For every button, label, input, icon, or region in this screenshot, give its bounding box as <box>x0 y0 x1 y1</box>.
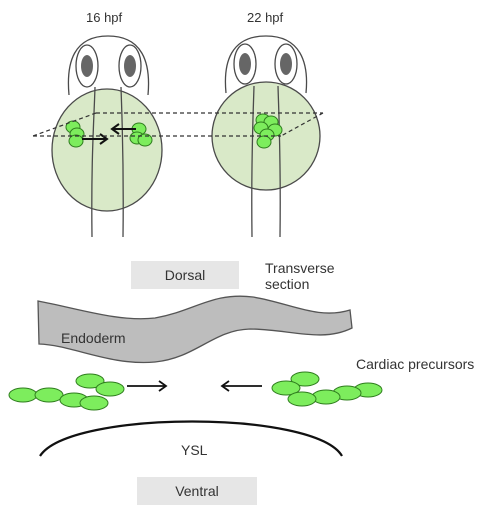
arrow-right-section <box>127 381 166 391</box>
cardiac-cells-right-section <box>272 372 382 406</box>
eye-right-22hpf <box>275 44 297 84</box>
yolk-16hpf <box>52 89 162 211</box>
stage-label-22hpf: 22 hpf <box>247 10 283 25</box>
dorsal-label-box: Dorsal <box>131 261 239 289</box>
ventral-label-box: Ventral <box>137 477 257 505</box>
eye-right-16hpf <box>119 45 141 87</box>
dorsal-label: Dorsal <box>165 267 205 283</box>
eye-left-16hpf <box>76 45 98 87</box>
endoderm-label: Endoderm <box>61 331 126 346</box>
transverse-label: Transverse <box>265 261 335 276</box>
stage-label-16hpf: 16 hpf <box>86 10 122 25</box>
ysl-label: YSL <box>181 443 207 458</box>
arrow-left-section <box>222 381 262 391</box>
cardiac-cells-left-section <box>9 374 124 410</box>
cardiac-precursors-label: Cardiac precursors <box>356 357 474 372</box>
ventral-label: Ventral <box>175 483 219 499</box>
section-label: section <box>265 277 309 292</box>
eye-left-22hpf <box>234 44 256 84</box>
